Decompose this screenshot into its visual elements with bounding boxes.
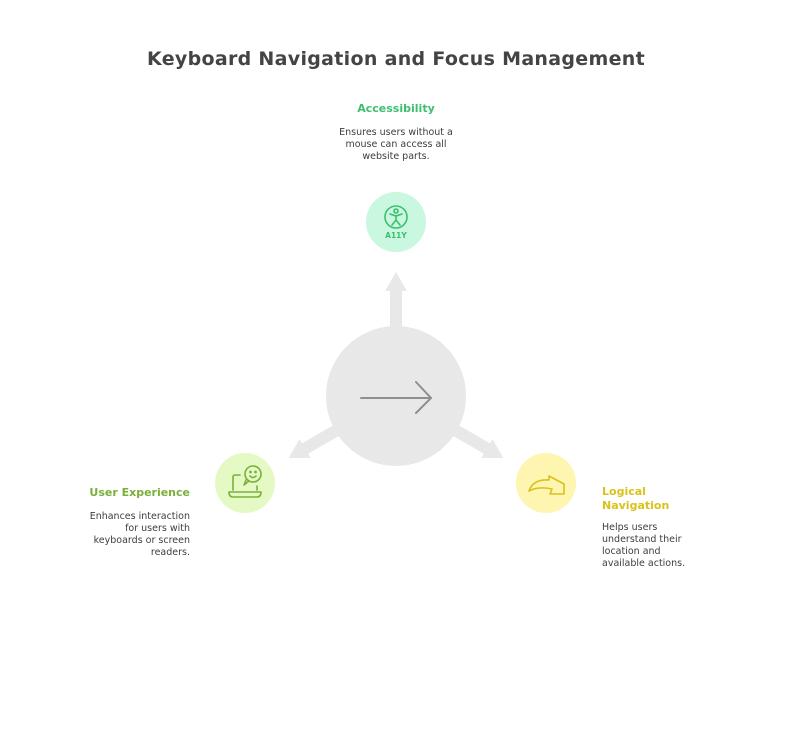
logical-navigation-heading: Logical Navigation [602, 485, 670, 512]
arrow-down-left [288, 422, 344, 459]
accessibility-description: Ensures users without a mouse can access… [339, 127, 453, 162]
logical-navigation-node [516, 453, 576, 513]
arrow-up [385, 272, 407, 332]
arrow-down-right [448, 422, 504, 459]
accessibility-heading: Accessibility [357, 102, 435, 115]
user-experience-description: Enhances interaction for users with keyb… [89, 511, 190, 558]
arrow-right-icon [360, 381, 433, 414]
forward-arrow-icon [528, 475, 565, 495]
logical-navigation-description: Helps users understand their location an… [602, 522, 686, 569]
a11y-person-icon [384, 205, 408, 229]
laptop-smiley-chat-icon [228, 465, 262, 498]
accessibility-node [366, 192, 426, 252]
center-hub [326, 326, 466, 466]
diagram-title: Keyboard Navigation and Focus Management [147, 48, 645, 70]
a11y-label: A11Y [385, 231, 407, 240]
user-experience-heading: User Experience [89, 486, 190, 499]
connector-arrows [288, 272, 504, 459]
